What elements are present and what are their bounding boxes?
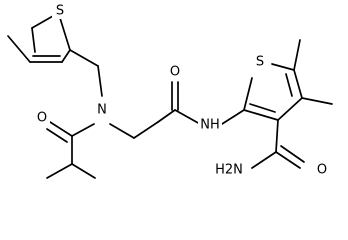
bond [293, 39, 301, 71]
bond [275, 119, 279, 153]
bond [285, 73, 293, 97]
atom-label-n: N [97, 103, 107, 118]
bond [46, 128, 68, 143]
molecule-structure: S N O O S NH H2N O [7, 3, 333, 179]
atom-label-h2n: H2N [215, 163, 243, 178]
bond [31, 27, 36, 53]
bond [243, 109, 279, 121]
bond [71, 163, 96, 179]
bond [69, 49, 99, 67]
bond [61, 49, 71, 63]
atom-label-o-acetyl: O [170, 65, 180, 80]
bond [133, 121, 159, 139]
atom-label-s-top: S [56, 4, 64, 19]
bond [46, 163, 73, 179]
bond [251, 151, 277, 169]
bond [277, 97, 303, 121]
bond [301, 97, 333, 105]
bond [49, 121, 73, 137]
bond [7, 35, 31, 63]
bond-lines [7, 11, 333, 179]
bond [249, 103, 276, 113]
bond [109, 123, 135, 139]
bond [71, 123, 95, 137]
atom-label-o-isobutyryl: O [37, 111, 47, 126]
bond [243, 77, 253, 111]
atom-label-o-carboxamide: O [317, 163, 327, 178]
bond [271, 63, 295, 71]
bond [280, 145, 305, 163]
atom-label-nh: NH [200, 118, 220, 133]
bond [157, 109, 176, 123]
bond [275, 151, 301, 169]
bond [59, 17, 71, 51]
atom-label-s-right: S [256, 55, 264, 70]
atom-labels: S N O O S NH H2N O [34, 3, 330, 178]
bond [97, 65, 103, 97]
bond [221, 109, 245, 125]
bond [174, 109, 201, 125]
bond [293, 69, 303, 99]
